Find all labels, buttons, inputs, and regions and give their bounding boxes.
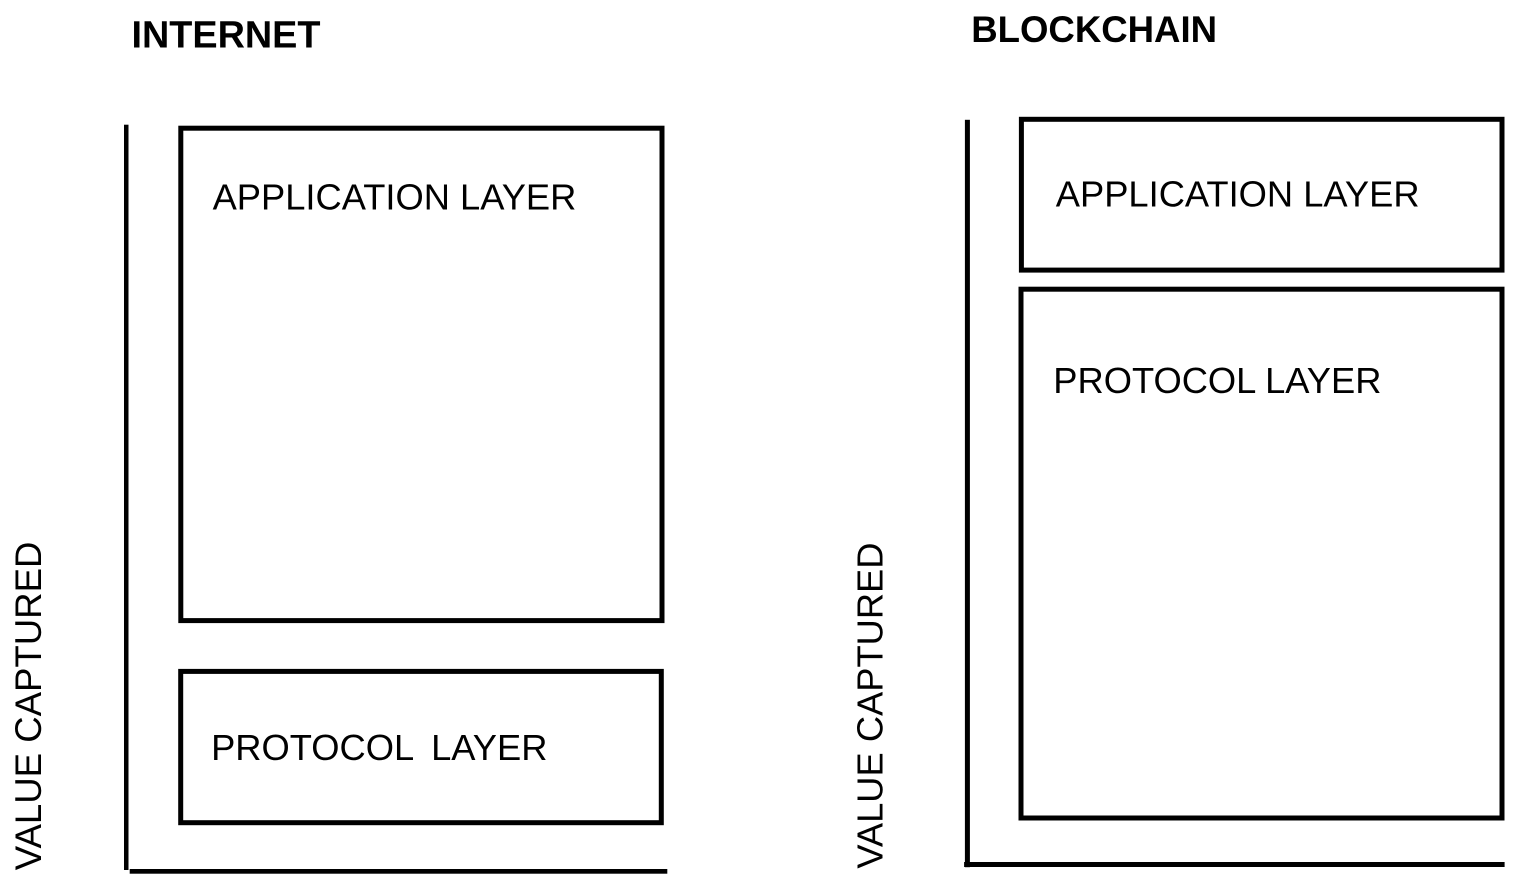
svg-text:BLOCKCHAIN: BLOCKCHAIN [971, 9, 1217, 50]
svg-text:APPLICATION LAYER: APPLICATION LAYER [1056, 174, 1420, 215]
svg-text:PROTOCOL LAYER: PROTOCOL LAYER [1053, 360, 1381, 401]
svg-text:APPLICATION LAYER: APPLICATION LAYER [213, 176, 577, 217]
svg-text:INTERNET: INTERNET [132, 15, 321, 57]
svg-text:PROTOCOL LAYER: PROTOCOL LAYER [211, 727, 547, 768]
svg-text:VALUE CAPTURED: VALUE CAPTURED [850, 543, 891, 869]
svg-text:VALUE CAPTURED: VALUE CAPTURED [8, 542, 49, 871]
